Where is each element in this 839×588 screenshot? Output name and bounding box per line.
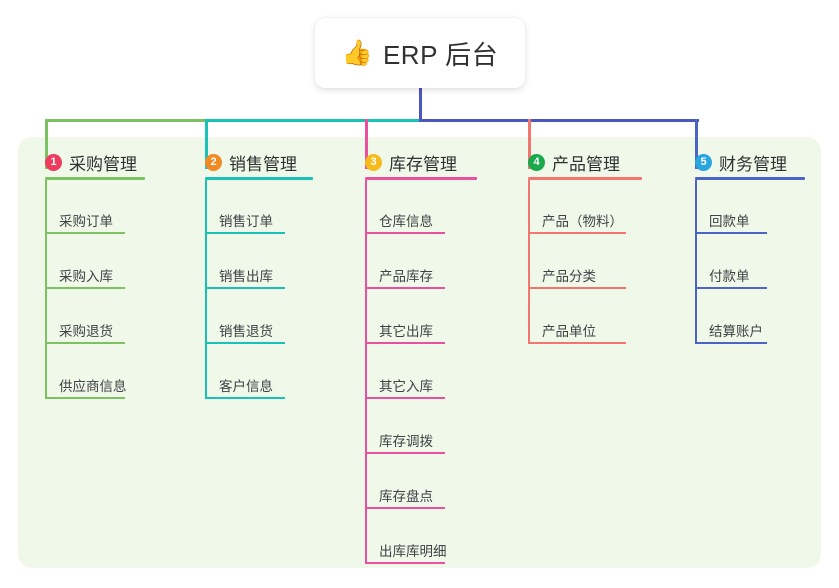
column-5: 5 财务管理回款单付款单结算账户 <box>695 150 805 344</box>
column-header-3[interactable]: 3 库存管理 <box>365 150 457 174</box>
leaf-node[interactable]: 产品（物料） <box>542 214 623 229</box>
leaf-underline <box>528 232 626 234</box>
leaf-node[interactable]: 产品单位 <box>542 324 596 339</box>
leaf-underline <box>45 287 125 289</box>
leaf-underline <box>365 452 445 454</box>
leaf-node[interactable]: 仓库信息 <box>379 214 433 229</box>
leaf-underline <box>45 397 125 399</box>
leaf-underline <box>205 287 285 289</box>
column-1: 1 采购管理采购订单采购入库采购退货供应商信息 <box>45 150 145 399</box>
leaf-underline <box>695 342 767 344</box>
column-header-5[interactable]: 5 财务管理 <box>695 150 787 174</box>
column-stem-5 <box>695 180 697 342</box>
leaf-underline <box>205 232 285 234</box>
drop-line-1 <box>45 119 48 169</box>
column-header-1[interactable]: 1 采购管理 <box>45 150 137 174</box>
leaf-node[interactable]: 库存盘点 <box>379 489 433 504</box>
leaf-node[interactable]: 付款单 <box>709 269 750 284</box>
leaf-node[interactable]: 采购退货 <box>59 324 113 339</box>
leaf-node[interactable]: 销售出库 <box>219 269 273 284</box>
leaf-node[interactable]: 库存调拨 <box>379 434 433 449</box>
bus-segment-3 <box>419 119 699 122</box>
leaf-node[interactable]: 其它入库 <box>379 379 433 394</box>
column-badge-4: 4 <box>528 153 545 171</box>
drop-line-2 <box>205 119 208 169</box>
column-badge-3: 3 <box>365 153 382 171</box>
leaf-node[interactable]: 采购订单 <box>59 214 113 229</box>
column-title-3: 库存管理 <box>389 154 457 174</box>
column-3: 3 库存管理仓库信息产品库存其它出库其它入库库存调拨库存盘点出库库明细 <box>365 150 477 564</box>
column-badge-1: 1 <box>45 153 62 171</box>
column-underline-1 <box>45 177 145 180</box>
drop-line-4 <box>528 119 531 169</box>
leaf-node[interactable]: 其它出库 <box>379 324 433 339</box>
root-node-card[interactable]: 👍 ERP 后台 <box>315 18 525 88</box>
column-header-2[interactable]: 2 销售管理 <box>205 150 297 174</box>
bus-segment-2 <box>205 119 420 122</box>
leaf-underline <box>528 287 626 289</box>
leaf-node[interactable]: 出库库明细 <box>379 544 447 559</box>
root-node-content: 👍 ERP 后台 <box>342 35 498 72</box>
column-4: 4 产品管理产品（物料） 产品分类产品单位 <box>528 150 642 344</box>
column-underline-4 <box>528 177 642 180</box>
leaf-underline <box>205 397 285 399</box>
column-2: 2 销售管理销售订单销售出库销售退货客户信息 <box>205 150 313 399</box>
column-underline-5 <box>695 177 805 180</box>
leaf-underline <box>365 232 445 234</box>
drop-line-5 <box>695 119 698 169</box>
leaf-underline <box>365 507 445 509</box>
column-title-5: 财务管理 <box>719 154 787 174</box>
leaf-node[interactable]: 产品库存 <box>379 269 433 284</box>
bus-segment-1 <box>45 119 206 122</box>
column-title-1: 采购管理 <box>69 154 137 174</box>
column-badge-2: 2 <box>205 153 222 171</box>
column-stem-4 <box>528 180 530 342</box>
leaf-underline <box>365 287 445 289</box>
column-title-4: 产品管理 <box>552 154 620 174</box>
column-badge-5: 5 <box>695 153 712 171</box>
leaf-node[interactable]: 结算账户 <box>709 324 763 339</box>
leaf-node[interactable]: 产品分类 <box>542 269 596 284</box>
leaf-underline <box>695 287 767 289</box>
root-node-label: ERP 后台 <box>382 39 499 70</box>
leaf-underline <box>205 342 285 344</box>
background-panel <box>18 137 821 568</box>
drop-line-3 <box>365 119 368 169</box>
leaf-node[interactable]: 销售退货 <box>219 324 273 339</box>
leaf-underline <box>45 232 125 234</box>
column-title-2: 销售管理 <box>229 154 297 174</box>
trunk-line-vertical <box>419 88 422 122</box>
column-underline-2 <box>205 177 313 180</box>
leaf-node[interactable]: 回款单 <box>709 214 750 229</box>
leaf-node[interactable]: 客户信息 <box>219 379 273 394</box>
column-underline-3 <box>365 177 477 180</box>
leaf-node[interactable]: 销售订单 <box>219 214 273 229</box>
thumbs-up-icon: 👍 <box>341 38 373 67</box>
leaf-underline <box>45 342 125 344</box>
leaf-node[interactable]: 供应商信息 <box>59 379 127 394</box>
leaf-underline <box>365 342 445 344</box>
leaf-underline <box>365 562 445 564</box>
column-stem-3 <box>365 180 367 562</box>
leaf-underline <box>695 232 767 234</box>
leaf-underline <box>528 342 626 344</box>
leaf-underline <box>365 397 445 399</box>
column-header-4[interactable]: 4 产品管理 <box>528 150 620 174</box>
leaf-node[interactable]: 采购入库 <box>59 269 113 284</box>
